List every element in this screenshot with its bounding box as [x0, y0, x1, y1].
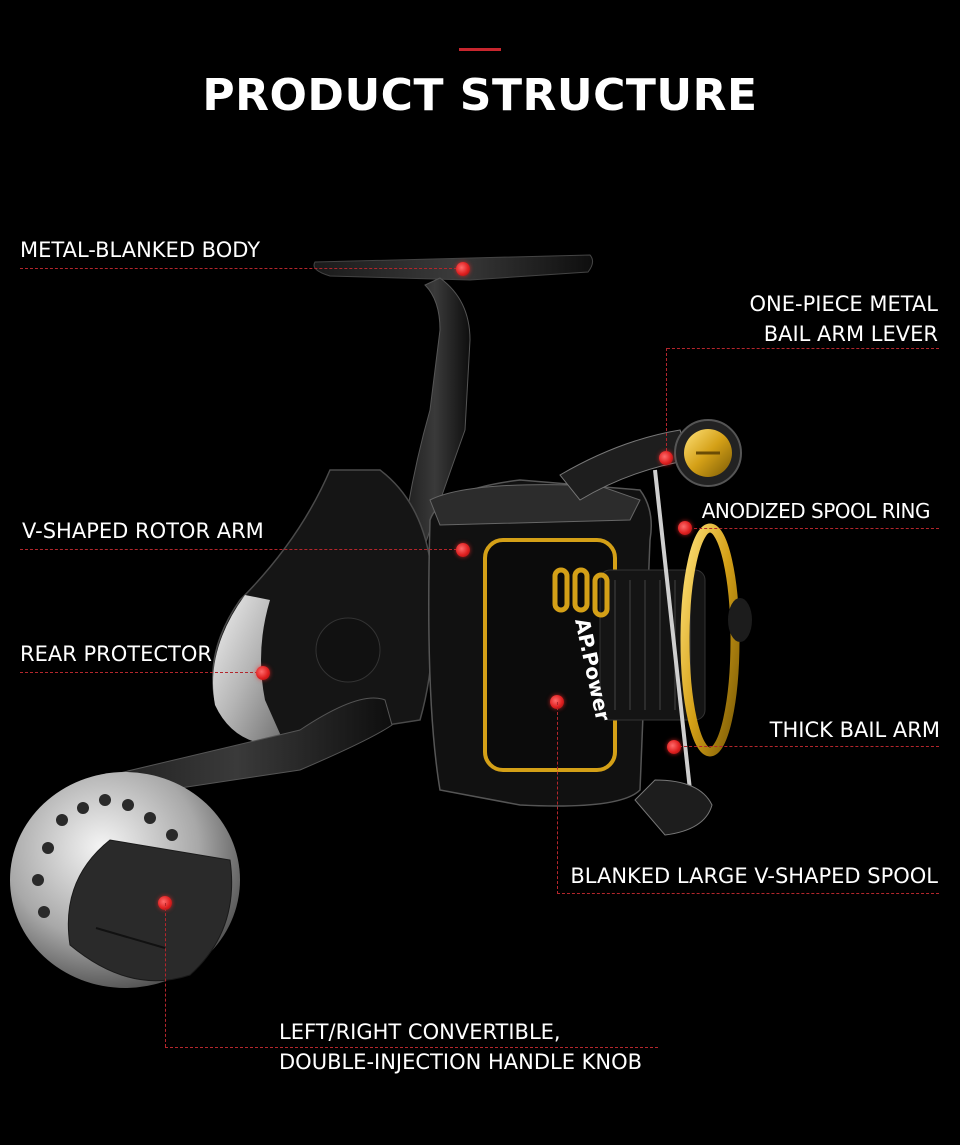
- label-thick-bail-arm: THICK BAIL ARM: [769, 718, 940, 742]
- leader-line-thick-bail: [674, 746, 939, 747]
- title-accent-bar: [459, 48, 501, 51]
- leader-line-spool-ring: [684, 528, 939, 529]
- marker-rotor-arm: [456, 543, 470, 557]
- marker-thick-bail: [667, 740, 681, 754]
- marker-bail-lever: [659, 451, 673, 465]
- page-title: PRODUCT STRUCTURE: [202, 70, 758, 121]
- leader-line-rotor-arm: [20, 549, 462, 550]
- label-anodized-spool-ring: ANODIZED SPOOL RING: [701, 499, 931, 523]
- leader-line-bail-lever: [667, 348, 939, 349]
- label-metal-blanked-body: METAL-BLANKED BODY: [20, 238, 261, 262]
- label-handle-knob-line1: LEFT/RIGHT CONVERTIBLE,: [279, 1020, 561, 1044]
- leader-line-spool: [557, 893, 939, 894]
- marker-metal-body: [456, 262, 470, 276]
- leader-vline-handle-knob: [165, 903, 166, 1047]
- label-bail-lever-line2: BAIL ARM LEVER: [763, 322, 938, 346]
- label-bail-lever-line1: ONE-PIECE METAL: [749, 292, 938, 316]
- leader-vline-bail-lever: [666, 348, 667, 456]
- leader-line-handle-knob: [165, 1047, 658, 1048]
- label-blanked-spool: BLANKED LARGE V-SHAPED SPOOL: [570, 864, 938, 888]
- label-handle-knob-line2: DOUBLE-INJECTION HANDLE KNOB: [279, 1050, 643, 1074]
- marker-rear-protector: [256, 666, 270, 680]
- label-rear-protector: REAR PROTECTOR: [20, 642, 212, 666]
- leader-line-metal-body: [20, 268, 462, 269]
- leader-line-rear-protector: [20, 672, 263, 673]
- marker-spool-ring: [678, 521, 692, 535]
- label-v-shaped-rotor-arm: V-SHAPED ROTOR ARM: [22, 519, 264, 543]
- leader-vline-spool: [557, 702, 558, 894]
